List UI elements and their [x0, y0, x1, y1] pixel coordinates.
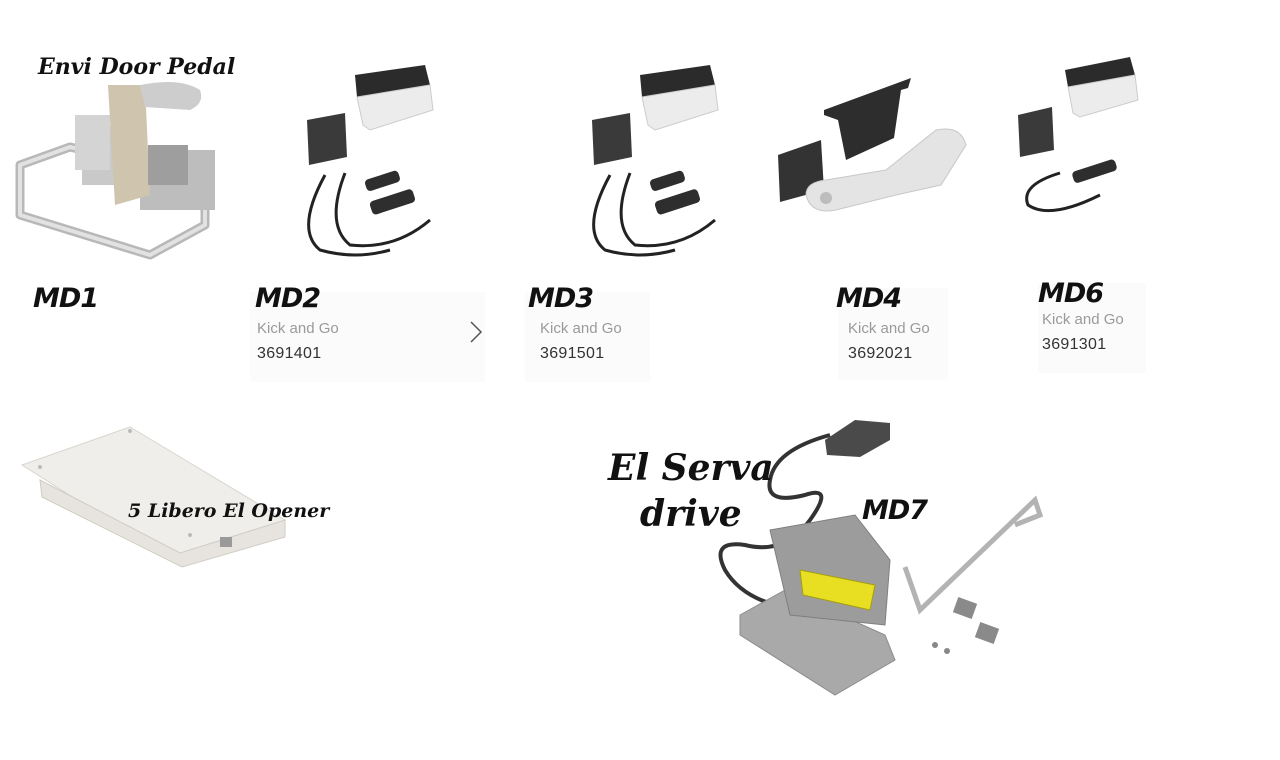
kick-and-go-md3-image: [592, 65, 719, 257]
product-code-md4: 3692021: [848, 345, 913, 362]
model-label-md3: MD3: [528, 283, 594, 314]
libero-opener-image: [20, 426, 287, 568]
product-card-md6[interactable]: MD6 Kick and Go 3691301: [1038, 278, 1146, 373]
el-serva-caption-line2: drive: [640, 493, 742, 535]
libero-opener-caption: 5 Libero El Opener: [128, 500, 330, 522]
product-card-md4[interactable]: MD4 Kick and Go 3692021: [836, 283, 948, 380]
door-pedal-caption: Envi Door Pedal: [38, 54, 236, 80]
product-subtitle-md6: Kick and Go: [1042, 311, 1124, 328]
model-label-md4: MD4: [836, 283, 902, 314]
el-serva-drive-image: [718, 420, 1044, 696]
kick-and-go-md4-image: [778, 78, 967, 212]
product-code-md2: 3691401: [257, 345, 322, 362]
door-pedal-image: [15, 81, 215, 260]
model-label-md1: MD1: [33, 283, 99, 314]
product-card-md3[interactable]: MD3 Kick and Go 3691501: [525, 283, 650, 382]
product-subtitle-md2: Kick and Go: [257, 320, 339, 337]
product-code-md3: 3691501: [540, 345, 605, 362]
model-label-md2: MD2: [255, 283, 321, 314]
chevron-right-icon[interactable]: [468, 320, 484, 344]
product-subtitle-md4: Kick and Go: [848, 320, 930, 337]
kick-and-go-md6-image: [1018, 57, 1139, 213]
model-label-md7: MD7: [862, 495, 928, 526]
product-code-md6: 3691301: [1042, 336, 1107, 353]
model-label-md6: MD6: [1038, 278, 1104, 309]
kick-and-go-md2-image: [307, 65, 434, 257]
el-serva-caption-line1: El Serva: [608, 447, 774, 489]
product-subtitle-md3: Kick and Go: [540, 320, 622, 337]
product-card-md2[interactable]: MD2 Kick and Go 3691401: [250, 283, 485, 382]
